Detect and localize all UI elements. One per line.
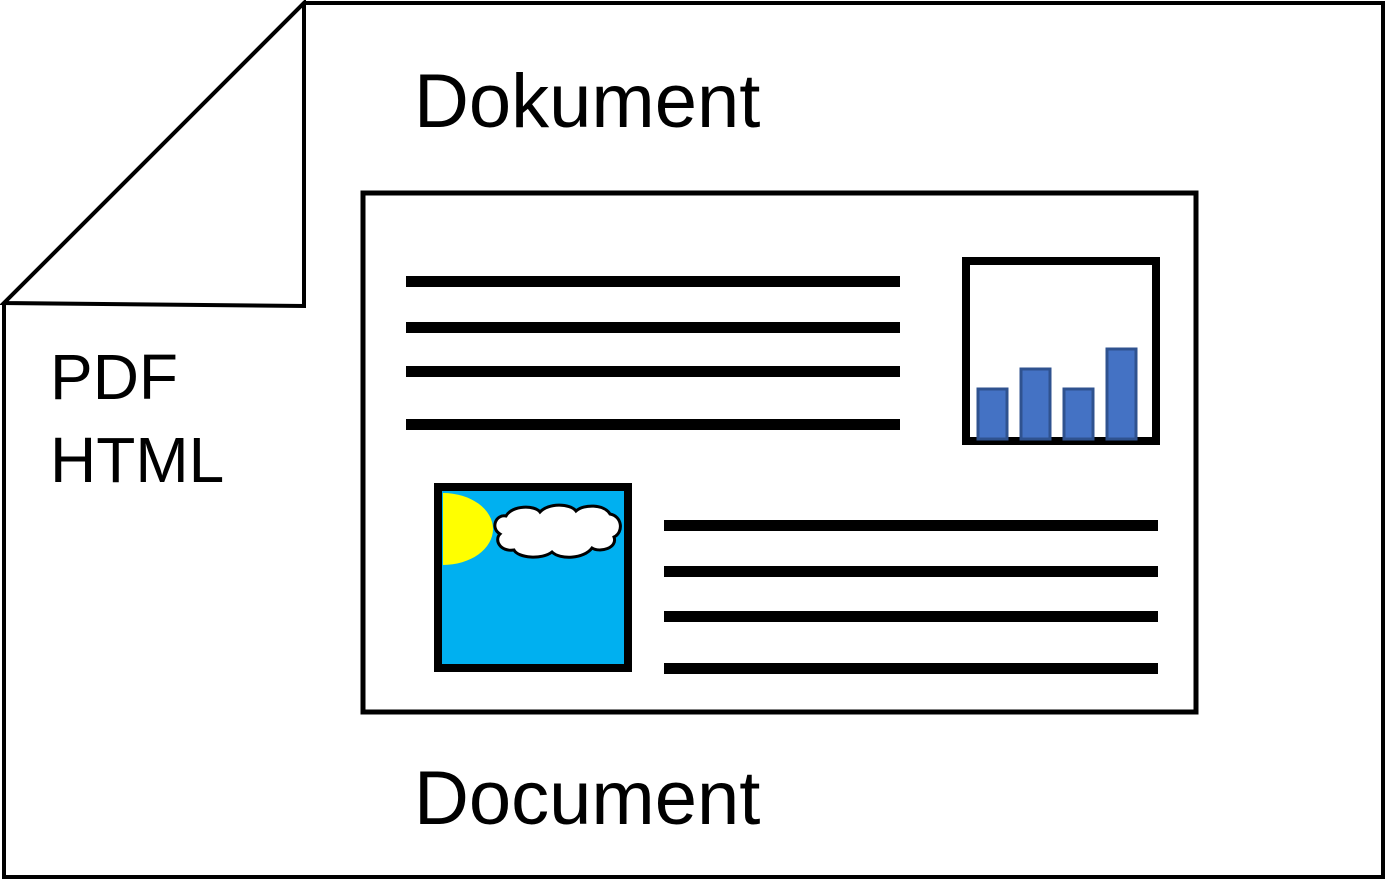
sun-shape	[443, 493, 493, 565]
sky-picture-icon	[434, 483, 632, 672]
text-line	[406, 366, 900, 377]
chart-bar	[976, 387, 1009, 441]
format-label-html: HTML	[50, 424, 224, 496]
title-bottom: Document	[414, 756, 760, 841]
text-line	[664, 663, 1158, 674]
folded-corner	[0, 0, 306, 309]
picture-frame	[434, 483, 632, 672]
format-label-pdf: PDF	[50, 341, 178, 413]
cloud-shape	[493, 503, 622, 559]
chart-bar	[1062, 387, 1095, 441]
text-line	[406, 419, 900, 430]
text-line	[664, 520, 1158, 531]
title-top: Dokument	[414, 59, 760, 144]
chart-bar	[1105, 347, 1138, 441]
bar-chart-icon	[962, 257, 1160, 445]
text-block-upper	[406, 276, 900, 430]
text-line	[664, 566, 1158, 577]
text-line	[664, 611, 1158, 622]
text-line	[406, 276, 900, 287]
chart-bars	[976, 347, 1138, 441]
chart-bar	[1019, 367, 1052, 441]
text-block-lower	[664, 520, 1158, 674]
text-line	[406, 322, 900, 333]
